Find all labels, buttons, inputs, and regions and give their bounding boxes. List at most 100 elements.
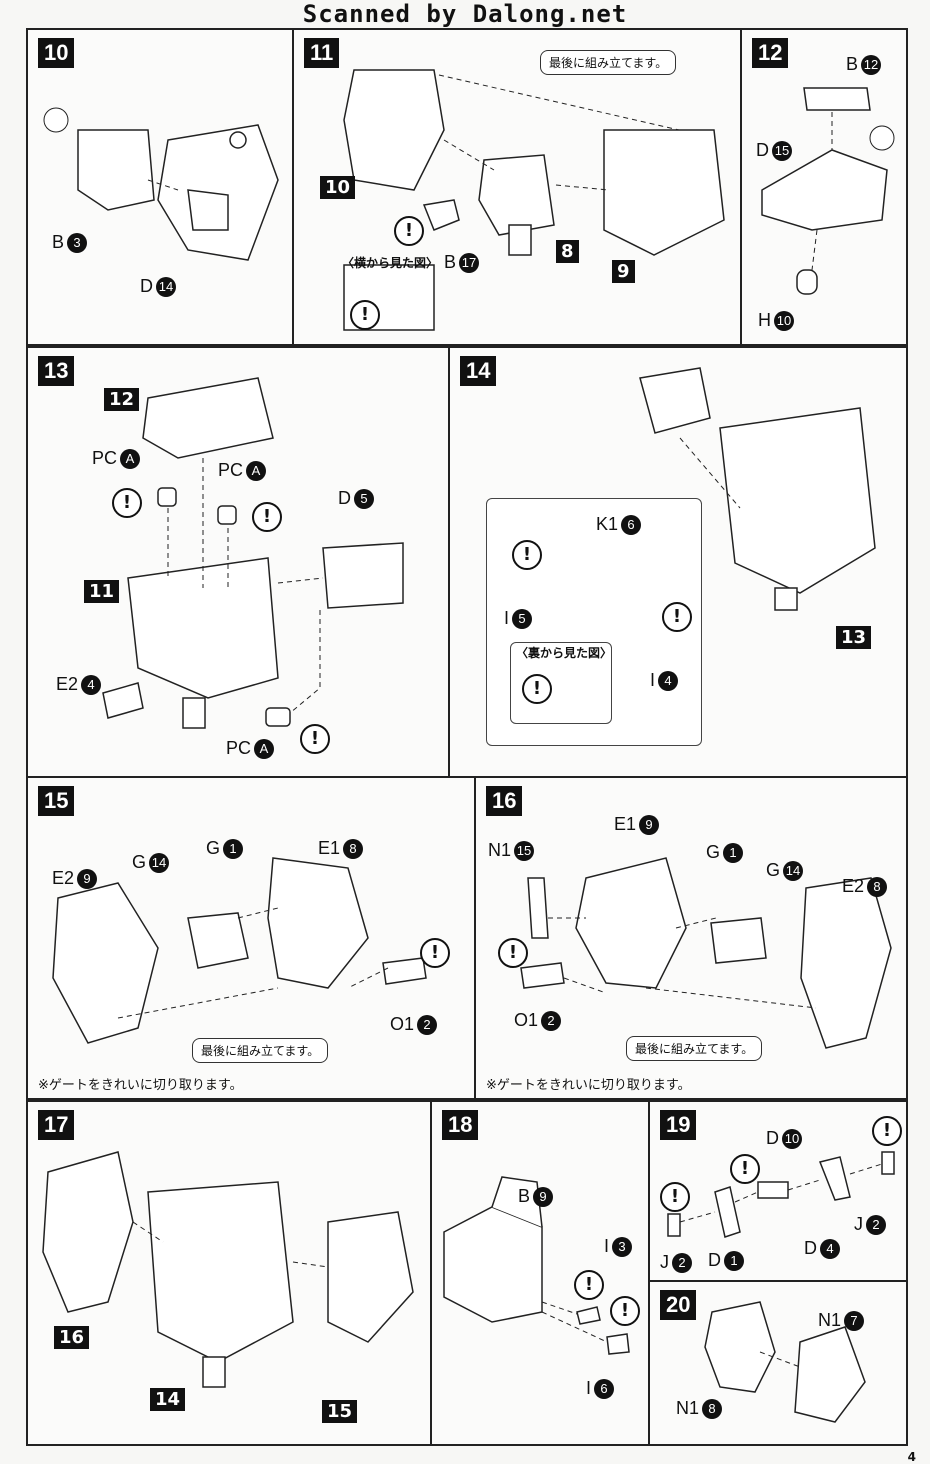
caution-icon: !: [574, 1270, 604, 1300]
caution-icon: !: [498, 938, 528, 968]
step-17-panel: 17 16 14 15: [26, 1100, 432, 1446]
step-15-illustration: [52, 857, 427, 1044]
step-10-illustration: [43, 107, 279, 261]
step-11-illustration: [343, 69, 725, 331]
step-16-illustration: [520, 857, 892, 1049]
step-number: 11: [304, 38, 340, 68]
step-number: 16: [486, 786, 523, 816]
caution-icon: !: [394, 216, 424, 246]
step-number: 15: [38, 786, 75, 816]
step-number: 14: [460, 356, 497, 386]
step-ref-8: 8: [556, 240, 579, 263]
page-number: 4: [907, 1450, 916, 1464]
caution-icon: !: [350, 300, 380, 330]
caution-icon: !: [730, 1154, 760, 1184]
step-number: 18: [442, 1110, 479, 1140]
step-number: 10: [38, 38, 75, 68]
step-number: 17: [38, 1110, 75, 1140]
scan-header: Scanned by Dalong.net: [302, 0, 628, 28]
step-ref-11: 11: [84, 580, 120, 603]
step-19-illustration: [667, 1151, 895, 1238]
step-12-illustration: [761, 87, 895, 295]
back-view-label: 〈裏から見た図〉: [516, 646, 613, 660]
step-18-illustration: [443, 1176, 630, 1355]
caution-icon: !: [300, 724, 330, 754]
gate-footnote: ※ゲートをきれいに切り取ります。: [38, 1078, 243, 1093]
step-13-illustration: [102, 377, 404, 729]
gate-footnote: ※ゲートをきれいに切り取ります。: [486, 1078, 691, 1093]
caution-icon: !: [112, 488, 142, 518]
step-ref-13: 13: [836, 626, 872, 649]
step-20-illustration: [704, 1301, 866, 1423]
step-17-illustration: [42, 1151, 414, 1388]
step-number: 19: [660, 1110, 697, 1140]
caution-icon: !: [872, 1116, 902, 1146]
caution-icon: !: [662, 602, 692, 632]
assemble-last-note: 最後に組み立てます。: [192, 1038, 329, 1063]
caution-icon: !: [252, 502, 282, 532]
assemble-last-note: 最後に組み立てます。: [540, 50, 677, 75]
step-ref-12: 12: [104, 388, 140, 411]
step-ref-10: 10: [320, 176, 356, 199]
step-ref-15: 15: [322, 1400, 358, 1423]
back-view-inset: [510, 642, 612, 724]
step-number: 13: [38, 356, 75, 386]
step-ref-9: 9: [612, 260, 635, 283]
assemble-last-note: 最後に組み立てます。: [626, 1036, 763, 1061]
step-ref-16: 16: [54, 1326, 90, 1349]
step-ref-14: 14: [150, 1388, 186, 1411]
caution-icon: !: [660, 1182, 690, 1212]
step-number: 20: [660, 1290, 697, 1320]
caution-icon: !: [522, 674, 552, 704]
step-number: 12: [752, 38, 789, 68]
caution-icon: !: [420, 938, 450, 968]
caution-icon: !: [512, 540, 542, 570]
caution-icon: !: [610, 1296, 640, 1326]
